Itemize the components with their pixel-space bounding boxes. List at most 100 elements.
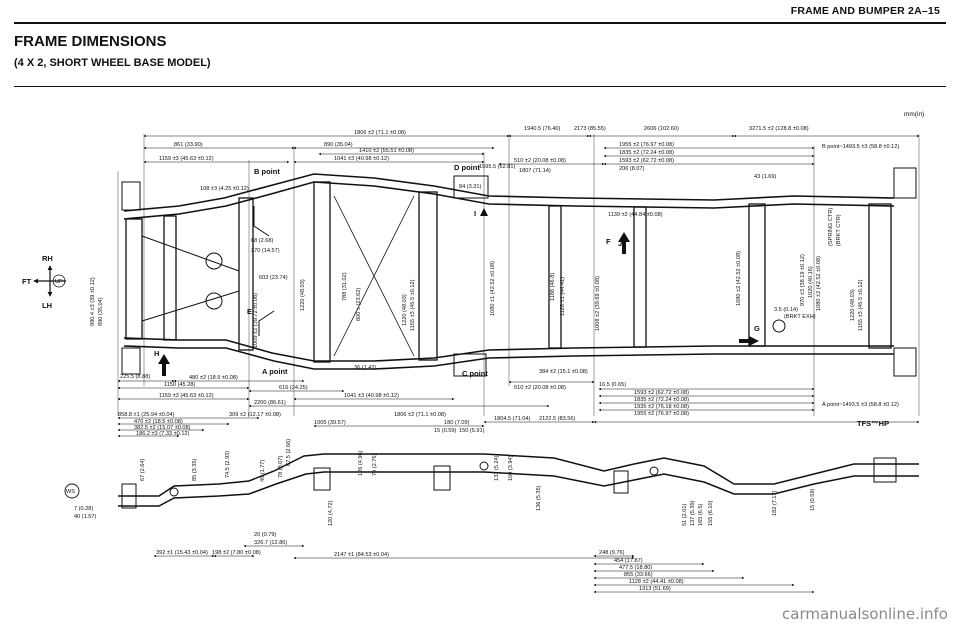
frame-rails xyxy=(123,173,895,370)
dim-890-top: 890 (35.04) xyxy=(324,142,353,148)
side-h-136: 136 (5.35) xyxy=(536,485,542,511)
direction-arrows xyxy=(158,208,759,376)
side-h-137: 137 (5.39) xyxy=(690,500,696,526)
dim-480: 480 ±2 (18.9 ±0.08) xyxy=(189,375,238,381)
side-dim-1313: 1313 (51.69) xyxy=(639,586,671,592)
dim-1155-a: 1155 ±3 (45.5 ±0.12) xyxy=(410,279,416,331)
ws-label: WS xyxy=(66,489,75,495)
dim-990: 990.4 ±3 (39 ±0.12) xyxy=(90,277,96,326)
compass-rh: RH xyxy=(42,254,53,263)
j-label: J xyxy=(618,239,622,248)
frame-brackets xyxy=(121,167,917,377)
dim-1220-c: 1220 (48.03) xyxy=(850,289,856,321)
dim-1940: 1940.5 (76.40) xyxy=(524,126,561,132)
e-label: E xyxy=(247,307,252,316)
dim-108: 108 ±3 (4.25 ±0.12) xyxy=(200,186,249,192)
side-dim-186: 186.2 ±3 (7.33 ±0.12) xyxy=(136,431,190,437)
side-dim-382: 382.5 ±2 (15.07 ±0.08) xyxy=(134,425,191,431)
dim-1080-b: 1080 ±2 (42.52 ±0.08) xyxy=(736,251,742,306)
side-dim-248: 248 (9.76) xyxy=(599,550,625,556)
dim-3-5: 3.5 (0.14) xyxy=(774,307,798,313)
side-h-74: 74.5 (2.93) xyxy=(225,451,231,478)
dim-970: 970 ±3 (38.19 ±0.12) xyxy=(800,254,806,306)
side-dim-1128: 1128 ±2 (44.41 ±0.08) xyxy=(629,579,684,585)
side-dim-392: 392 ±1 (15.43 ±0.04) xyxy=(156,550,208,556)
side-h-126: 126 (4.96) xyxy=(358,450,364,476)
plan-view xyxy=(117,134,920,416)
side-bottom-dimension-lines xyxy=(153,544,815,594)
dim-1041-bottom: 1041 ±3 (40.98 ±0.12) xyxy=(344,393,399,399)
dim-1008: 1008 ±2 (39.69 ±0.08) xyxy=(595,276,601,331)
dim-1080-c: 1080 ±2 (42.52 ±0.08) xyxy=(816,256,822,311)
side-h-100: 100 (3.94) xyxy=(508,455,514,481)
side-h-78: 78 (3.07) xyxy=(278,455,284,478)
side-dim-7: 7 (0.28) xyxy=(74,506,93,512)
side-h-182: 182 (7.17) xyxy=(772,490,778,516)
a-point-dim: A point~1493.5 ±3 (58.8 ±0.12) xyxy=(822,402,899,408)
dim-1080-a: 1080 ±1 (42.52 ±0.08) xyxy=(490,261,496,316)
side-h-85: 85 (3.35) xyxy=(192,458,198,481)
side-dim-1005: 1005 (39.57) xyxy=(314,420,346,426)
dim-84: 84 (3.31) xyxy=(459,184,482,190)
compass-ft: FT xyxy=(22,277,32,286)
dim-225: 225.5 (8.88) xyxy=(120,374,150,380)
side-h-67-5: 67.5 (2.66) xyxy=(286,439,292,466)
dim-1806-top: 1806 ±2 (71.1 ±0.08) xyxy=(354,130,406,136)
side-dim-858: 858.8 ±1 (25.94 ±0.04) xyxy=(118,412,175,418)
dim-603: 603 (23.74) xyxy=(259,275,288,281)
side-dim-1806: 1806 ±2 (71.1 ±0.08) xyxy=(394,412,446,418)
side-dim-477: 477.5 (18.80) xyxy=(619,565,652,571)
d-point-label: D point xyxy=(454,163,480,172)
dim-1593-top: 1593 ±2 (62.72 ±0.08) xyxy=(619,158,674,164)
diagram-frame xyxy=(14,86,946,607)
units-label: mm(in) xyxy=(904,111,924,118)
side-h-67: 67 (2.64) xyxy=(140,458,146,481)
side-dim-470: 470 ±2 (18.5 ±0.08) xyxy=(134,419,183,425)
h-label: H xyxy=(154,349,159,358)
dim-1220-a: 1220 (48.03) xyxy=(300,279,306,311)
side-rail-profile xyxy=(118,453,919,507)
side-dim-855: 855 (33.66) xyxy=(624,572,653,578)
a-point-label: A point xyxy=(262,367,288,376)
side-h-51: 51 (2.01) xyxy=(682,503,688,526)
dim-1159-top: 1159 ±3 (45.63 ±0.12) xyxy=(159,156,214,162)
side-view xyxy=(117,416,920,594)
side-dim-454: 454 (17.87) xyxy=(614,558,643,564)
crossmembers xyxy=(125,181,892,363)
dim-1410: 1410 ±2 (55.51 ±0.08) xyxy=(359,148,414,154)
c-point-label: C point xyxy=(462,369,488,378)
side-h-165: 165 (6.5) xyxy=(698,503,704,526)
orientation-compass: RH LH FT UP xyxy=(22,254,66,310)
dim-1139: 1139 ±2 (44.84 ±0.08) xyxy=(608,212,663,218)
side-dim-1804: 1804.5 (71.04) xyxy=(494,416,531,422)
side-dim-309: 309 ±2 (12.17 ±0.08) xyxy=(229,412,281,418)
dim-1835-top: 1835 ±2 (72.24 ±0.08) xyxy=(619,150,674,156)
ws-marker: WS xyxy=(64,483,80,499)
brkt-ctr-note: (BRKT CTR) xyxy=(836,214,842,246)
b-point-label: B point xyxy=(254,167,280,176)
dim-206: 206 (8.07) xyxy=(619,166,645,172)
dim-36: 36 (1.42) xyxy=(354,365,377,371)
side-h-70: 70 (2.76) xyxy=(372,453,378,476)
plan-bottom-dimension-lines xyxy=(117,379,815,412)
side-dim-326: 326.7 (12.86) xyxy=(254,540,287,546)
dim-1595: 1595.5 (62.81) xyxy=(479,164,516,170)
side-dim-150: 150 (5.91) xyxy=(459,428,485,434)
side-dim-198: 198 ±2 (7.80 ±0.08) xyxy=(212,550,261,556)
side-h-120: 120 (4.72) xyxy=(328,500,334,526)
side-dim-180: 180 (7.09) xyxy=(444,420,470,426)
footer-code: TFS™HP xyxy=(857,419,889,428)
dim-1041-top: 1041 ±3 (40.98 ±0.12) xyxy=(334,156,389,162)
f-label: F xyxy=(606,237,611,246)
dim-861: 861 (33.90) xyxy=(174,142,203,148)
dim-1128-v: 1128 ±1 (44.41) xyxy=(560,277,566,316)
dim-3271: 3271.5 ±2 (128.8 ±0.08) xyxy=(749,126,809,132)
dim-1155-b: 1155 ±3 (45.5 ±0.12) xyxy=(858,279,864,331)
spring-ctr-note: (SPRING CTR) xyxy=(828,208,834,246)
g-label: G xyxy=(754,324,760,333)
dim-1955-top: 1955 ±2 (76.97 ±0.08) xyxy=(619,142,674,148)
dim-1835-bottom: 1835 ±2 (72.24 ±0.08) xyxy=(634,397,689,403)
dim-2173: 2173 (85.55) xyxy=(574,126,606,132)
b-point-dim: B point~1493.5 ±3 (58.8 ±0.12) xyxy=(822,144,899,150)
extension-lines xyxy=(117,134,920,416)
